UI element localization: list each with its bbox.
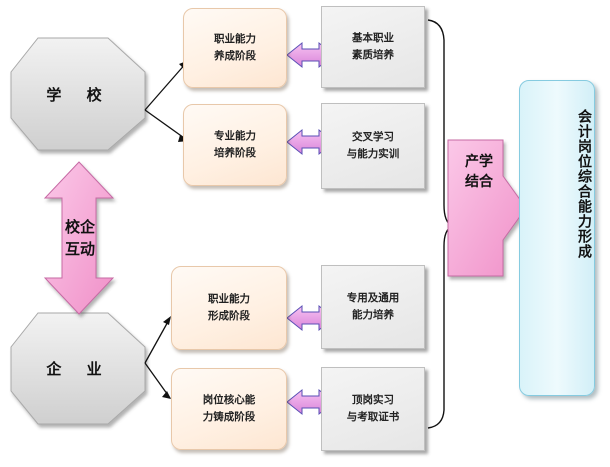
interaction-arrow xyxy=(43,161,115,315)
enterprise-to-stage-4-line xyxy=(144,362,171,399)
integration-arrow xyxy=(447,139,527,277)
training-label-1: 基本职业 素质培养 xyxy=(352,32,394,61)
stage-box-3: 职业能力 形成阶段 xyxy=(171,266,287,350)
arrowhead-stage-4 xyxy=(162,391,171,399)
school-label: 学 校 xyxy=(46,86,112,104)
school-to-stage-1-line xyxy=(144,61,188,111)
training-label-2: 交叉学习 与能力实训 xyxy=(346,131,400,160)
integration-label: 产学 结合 xyxy=(465,154,493,190)
enterprise-to-stage-3-line xyxy=(144,317,171,364)
result-label: 会计岗位综合能力形成 xyxy=(576,109,592,259)
school-octagon xyxy=(10,37,146,151)
training-box-1: 基本职业 素质培养 xyxy=(321,6,425,88)
stage-label-1: 职业能力 养成阶段 xyxy=(214,33,256,62)
stage-box-4: 岗位核心能 力铸成阶段 xyxy=(171,368,287,450)
enterprise-octagon xyxy=(10,312,146,425)
training-label-4: 顶岗实习 与考取证书 xyxy=(346,394,400,423)
stage-label-4: 岗位核心能 力铸成阶段 xyxy=(202,394,256,423)
enterprise-label: 企 业 xyxy=(46,360,112,378)
stage-box-1: 职业能力 养成阶段 xyxy=(183,8,287,88)
stage-label-3: 职业能力 形成阶段 xyxy=(208,293,250,322)
double-arrows xyxy=(286,41,335,416)
training-box-2: 交叉学习 与能力实训 xyxy=(321,103,425,189)
result-box: 会计岗位综合能力形成 xyxy=(519,80,595,396)
arrowhead-stage-3 xyxy=(163,316,171,325)
interaction-label: 校企 互动 xyxy=(64,218,95,258)
stage-label-2: 专业能力 培养阶段 xyxy=(214,130,256,159)
training-label-3: 专用及通用 能力培养 xyxy=(346,292,400,321)
training-box-4: 顶岗实习 与考取证书 xyxy=(321,367,425,451)
stage-box-2: 专业能力 培养阶段 xyxy=(183,104,287,186)
training-box-3: 专用及通用 能力培养 xyxy=(321,265,425,349)
